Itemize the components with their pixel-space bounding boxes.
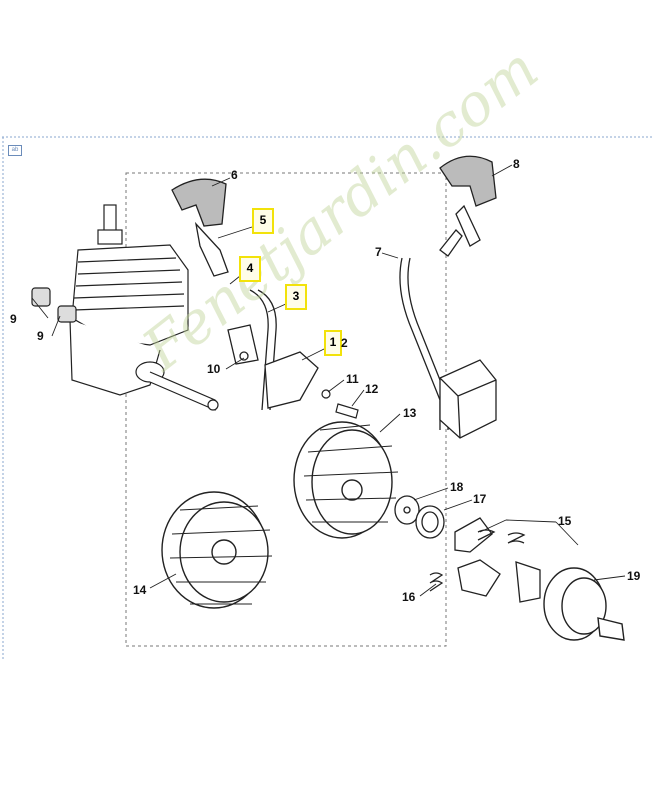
clutch-15 <box>454 517 541 603</box>
callout-3-highlight: 3 <box>285 284 307 310</box>
callout-10: 10 <box>207 362 221 376</box>
callout-9-upper: 9 <box>10 312 17 326</box>
clutch-drum-19 <box>543 567 625 641</box>
leader-lines <box>31 164 626 597</box>
callout-14: 14 <box>133 583 147 597</box>
callout-18: 18 <box>450 480 464 494</box>
callout-17: 17 <box>473 492 487 506</box>
spring-16 <box>429 572 444 592</box>
callout-9-lower: 9 <box>37 329 44 343</box>
callout-4-highlight: 4 <box>239 256 261 282</box>
callout-2: 2 <box>341 336 348 350</box>
diagram-corner-icon: ab <box>8 145 22 156</box>
callout-19: 19 <box>627 569 641 583</box>
callout-16: 16 <box>402 590 416 604</box>
screws-11-12 <box>321 389 359 419</box>
callout-11: 11 <box>346 372 359 386</box>
ignition-module <box>439 359 497 439</box>
callout-15: 15 <box>558 514 572 528</box>
callout-7: 7 <box>375 245 382 259</box>
handle-grips <box>171 155 497 277</box>
switch-1 <box>227 324 319 409</box>
throttle-cables <box>249 257 449 430</box>
caps-9 <box>31 287 77 323</box>
callout-8: 8 <box>513 157 520 171</box>
outer-frame <box>2 136 652 660</box>
callout-1-highlight: 1 <box>324 330 342 356</box>
flywheel-13 <box>293 421 399 539</box>
callout-5-highlight: 5 <box>252 208 274 234</box>
flywheel-14 <box>161 491 273 609</box>
callout-13: 13 <box>403 406 417 420</box>
callout-6: 6 <box>231 168 238 182</box>
washers-17-18 <box>394 495 445 539</box>
callout-12: 12 <box>365 382 379 396</box>
cylinder-engine <box>69 204 219 411</box>
